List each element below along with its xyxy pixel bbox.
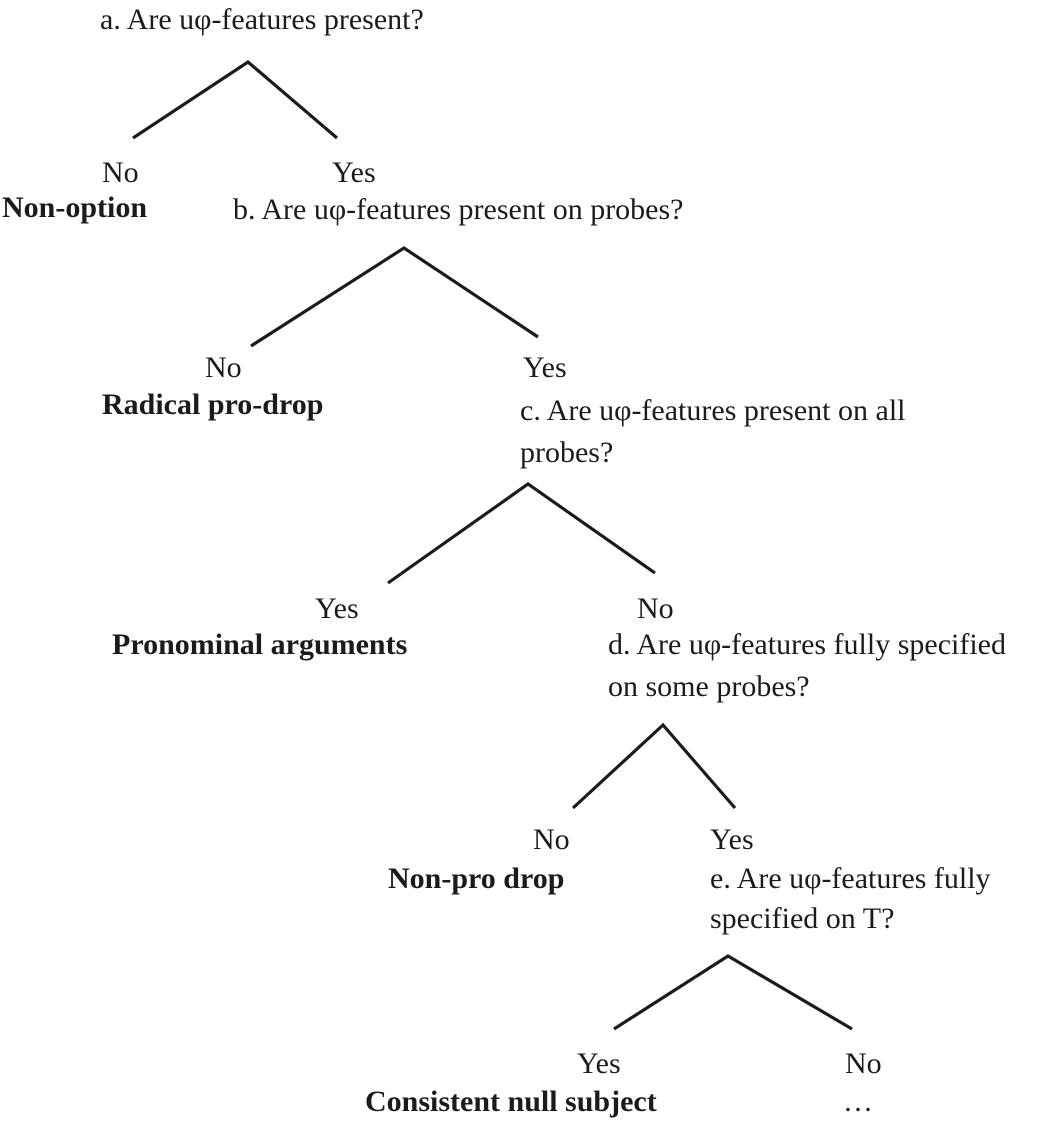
branch-c-lines (387, 482, 656, 585)
question-c-line1: c. Are uφ-features present on all (520, 394, 906, 427)
question-b: b. Are uφ-features present on probes? (233, 193, 684, 226)
answer-e-yes: Yes (577, 1047, 621, 1080)
question-e-line1: e. Are uφ-features fully (710, 862, 991, 895)
result-radical-pro-drop: Radical pro-drop (102, 388, 324, 421)
branch-b-lines (250, 246, 539, 348)
result-non-option: Non-option (2, 191, 148, 224)
result-pronominal-arguments: Pronominal arguments (112, 628, 408, 661)
answer-d-yes: Yes (710, 823, 754, 856)
answer-b-no: No (205, 351, 242, 384)
question-e-line2: specified on T? (710, 902, 895, 935)
answer-c-yes: Yes (315, 592, 359, 625)
answer-a-no: No (102, 156, 139, 189)
branch-e-lines (613, 954, 853, 1031)
answer-d-no: No (533, 823, 570, 856)
answer-a-yes: Yes (332, 156, 376, 189)
answer-e-no: No (845, 1047, 882, 1080)
question-a: a. Are uφ-features present? (100, 3, 424, 36)
answer-c-no: No (637, 592, 674, 625)
result-ellipsis: … (843, 1085, 873, 1118)
question-d-line1: d. Are uφ-features fully specified (608, 628, 1006, 661)
branch-a-lines (132, 60, 339, 140)
question-d-line2: on some probes? (608, 670, 810, 703)
branch-d-lines (571, 722, 737, 810)
question-c-line2: probes? (520, 436, 614, 469)
result-non-pro-drop: Non-pro drop (388, 862, 565, 895)
answer-b-yes: Yes (523, 351, 567, 384)
result-consistent-null-subject: Consistent null subject (365, 1085, 657, 1118)
